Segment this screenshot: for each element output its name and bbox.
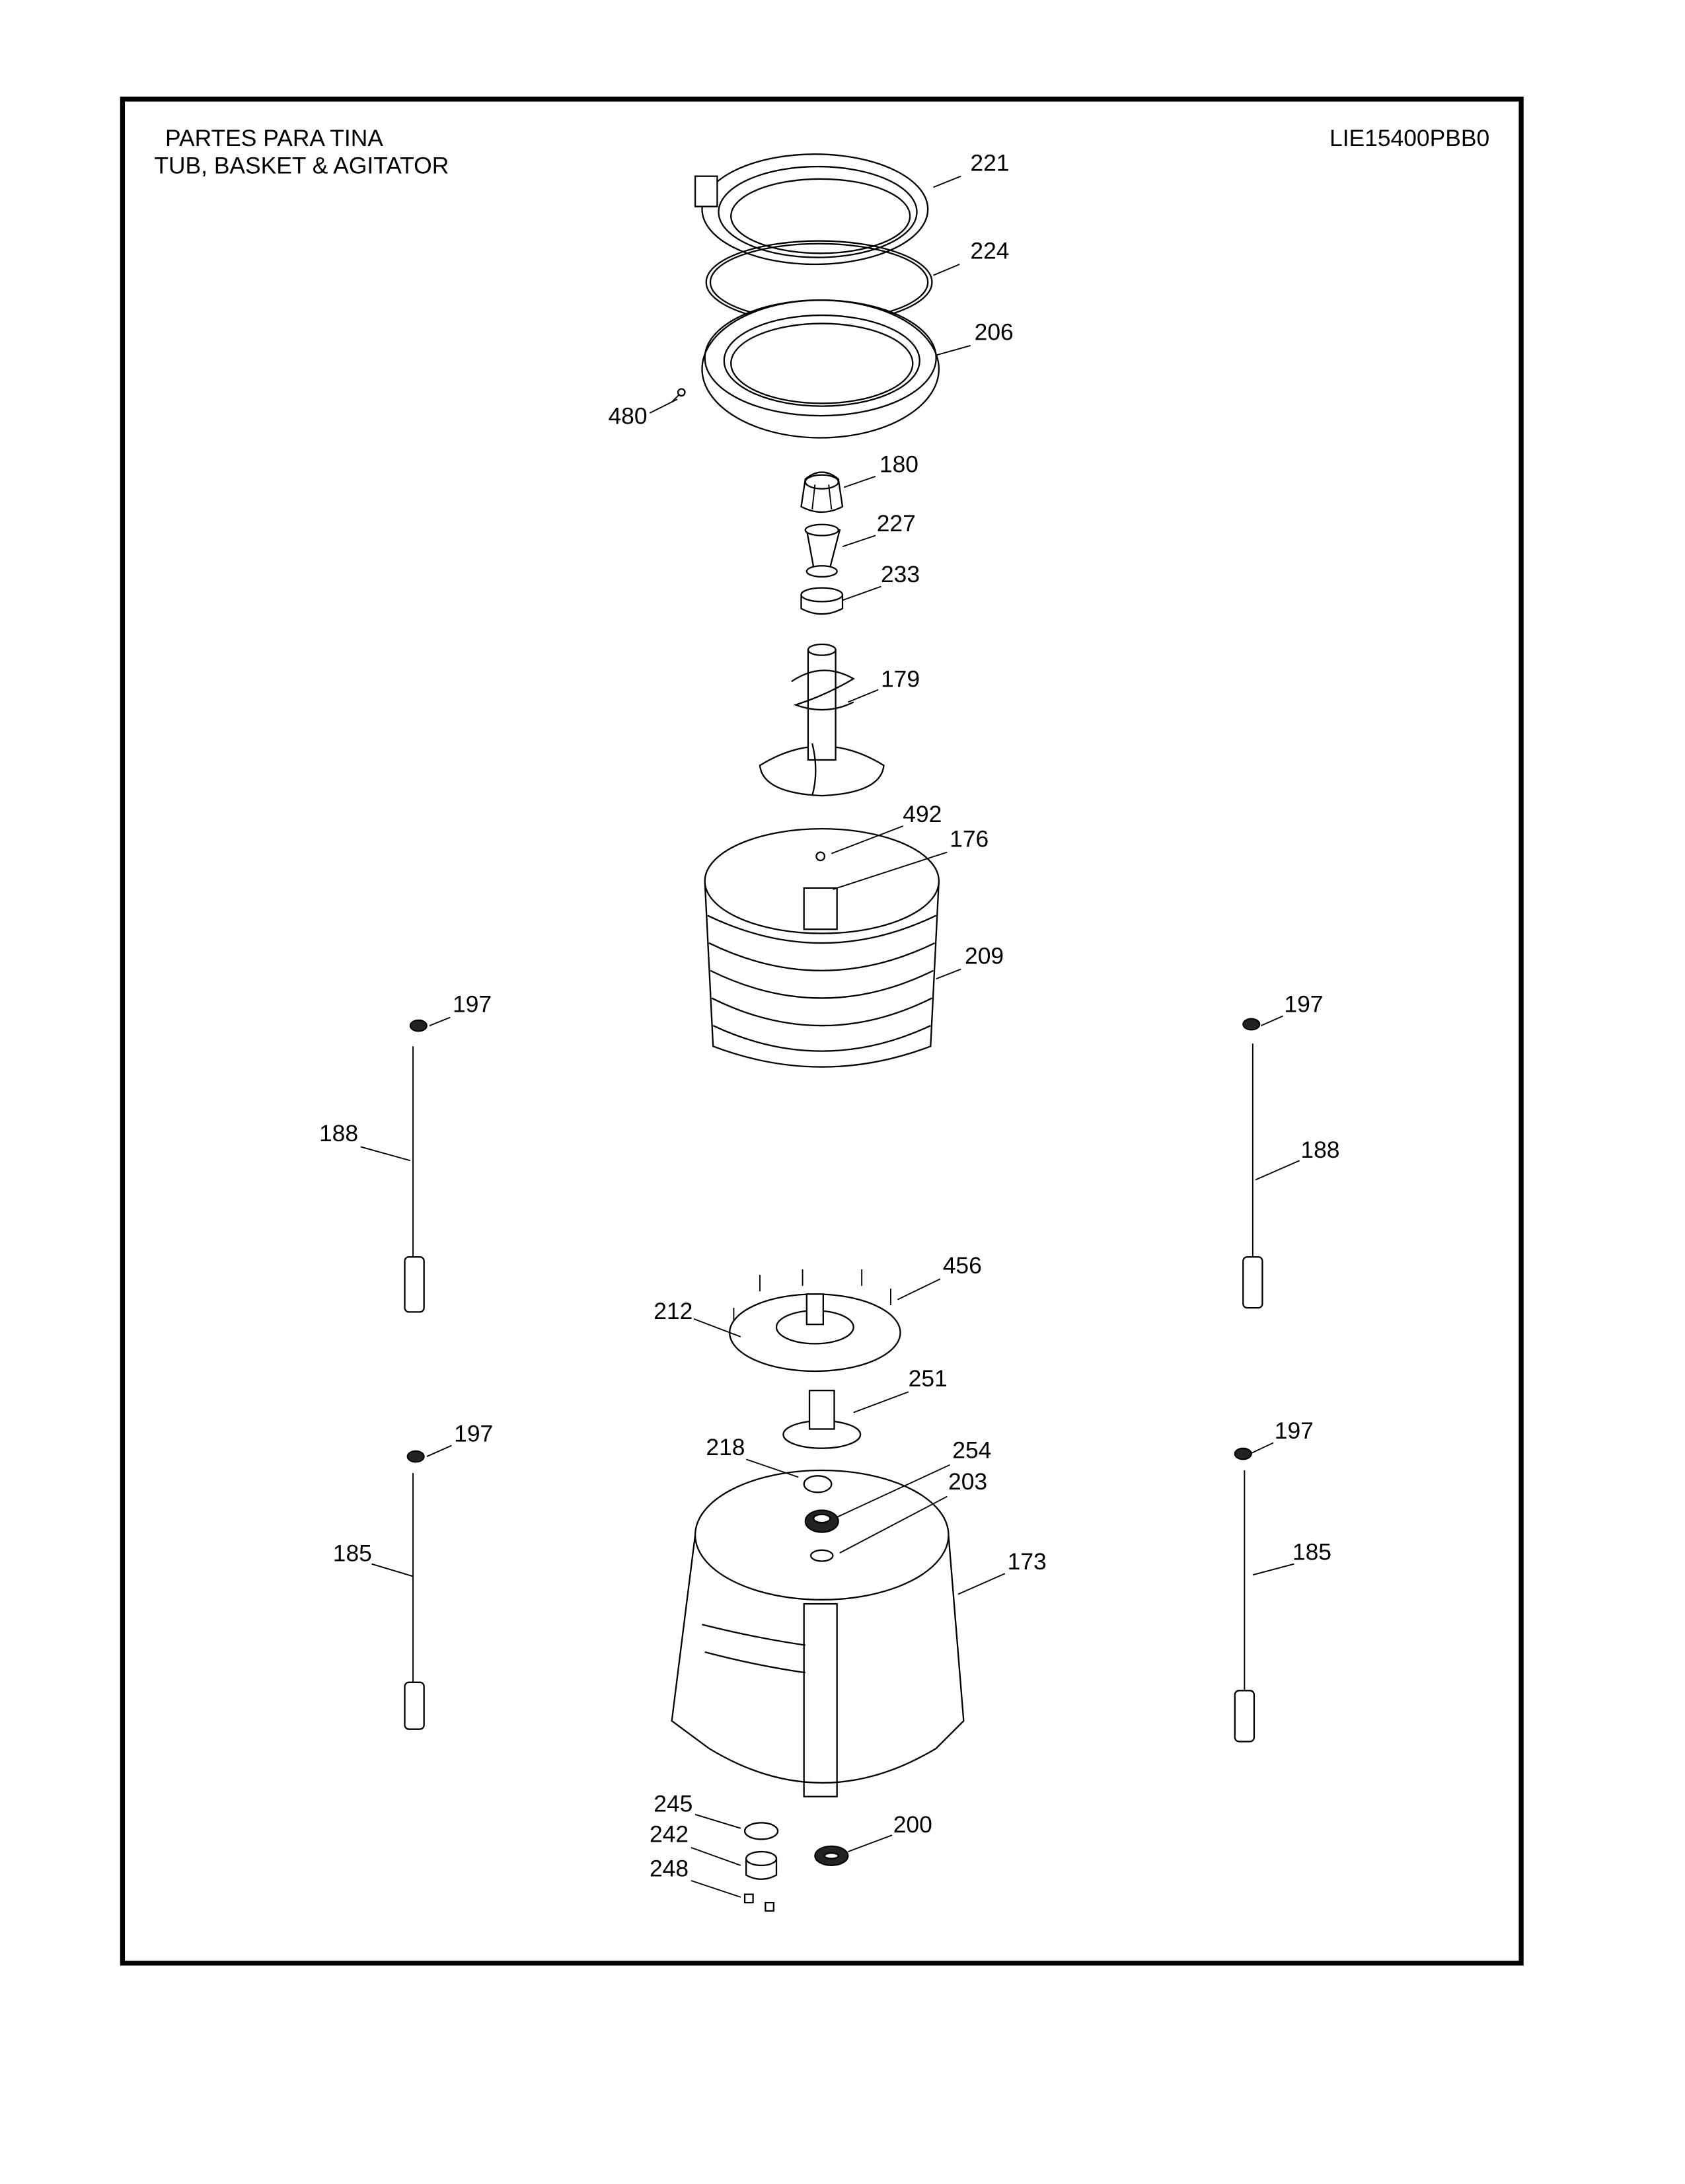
part-nut[interactable] [803, 1475, 833, 1493]
callout-179: 179 [881, 666, 920, 693]
part-washer[interactable] [809, 1549, 834, 1562]
callout-197-right-bottom: 197 [1275, 1417, 1314, 1444]
callout-188-right: 188 [1300, 1137, 1339, 1163]
part-oring[interactable] [743, 1822, 779, 1840]
part-rod-left-top[interactable] [404, 1046, 425, 1313]
callout-492: 492 [903, 801, 942, 827]
callout-227: 227 [877, 510, 916, 537]
part-ring-screw[interactable] [671, 388, 686, 402]
part-seal[interactable] [814, 1845, 849, 1866]
callout-176: 176 [950, 825, 989, 852]
callout-242: 242 [650, 1821, 689, 1848]
callout-221: 221 [970, 149, 1009, 176]
model-number: LIE15400PBB0 [1329, 125, 1489, 151]
callout-173: 173 [1008, 1548, 1047, 1575]
callout-197-left-bottom: 197 [454, 1420, 493, 1447]
part-rod-left-bottom[interactable] [404, 1473, 425, 1730]
callout-233: 233 [881, 561, 920, 587]
part-cap-left-bottom[interactable] [406, 1450, 425, 1463]
part-bearing[interactable] [804, 1509, 839, 1533]
part-tub[interactable] [671, 1469, 965, 1797]
part-rod-right-top[interactable] [1242, 1043, 1263, 1309]
title-english: TUB, BASKET & AGITATOR [154, 153, 449, 179]
callout-254: 254 [952, 1437, 991, 1463]
part-rod-right-bottom[interactable] [1234, 1470, 1255, 1743]
callout-206: 206 [975, 319, 1014, 346]
part-cap-left-top[interactable] [409, 1019, 428, 1032]
callout-251: 251 [909, 1365, 948, 1392]
callout-245: 245 [654, 1791, 693, 1817]
callout-185-left: 185 [333, 1540, 372, 1567]
part-agitator-cap[interactable] [800, 471, 844, 513]
callout-185-right: 185 [1292, 1538, 1331, 1565]
part-cone[interactable] [804, 523, 841, 578]
callout-203: 203 [948, 1468, 987, 1495]
part-cap-right-bottom[interactable] [1234, 1447, 1252, 1460]
callout-456: 456 [943, 1252, 982, 1279]
callout-188-left: 188 [319, 1120, 358, 1147]
part-cap-insert[interactable] [800, 587, 844, 615]
part-tub-ring[interactable] [701, 299, 940, 439]
callout-218: 218 [706, 1434, 745, 1460]
part-cap-right-top[interactable] [1242, 1018, 1261, 1031]
leader-lines [360, 175, 1300, 1898]
callout-224: 224 [970, 238, 1009, 264]
callout-212: 212 [654, 1298, 693, 1324]
part-clip[interactable] [743, 1893, 774, 1912]
callout-200: 200 [893, 1811, 932, 1838]
callout-480: 480 [608, 403, 647, 430]
page-border [120, 96, 1524, 1966]
callout-248: 248 [650, 1856, 689, 1882]
part-agitator[interactable] [759, 643, 885, 797]
callout-197-right-top: 197 [1284, 991, 1323, 1017]
part-hub[interactable] [782, 1390, 862, 1449]
callout-197-left-top: 197 [453, 991, 492, 1017]
part-drain-plug[interactable] [745, 1850, 778, 1880]
callout-180: 180 [880, 451, 918, 478]
part-plate-screws[interactable] [733, 1269, 891, 1325]
part-plate[interactable] [729, 1293, 901, 1373]
part-outer-ring[interactable] [694, 153, 929, 266]
callout-209: 209 [965, 942, 1004, 969]
title-spanish: PARTES PARA TINA [165, 125, 383, 151]
part-basket[interactable] [704, 828, 940, 1068]
